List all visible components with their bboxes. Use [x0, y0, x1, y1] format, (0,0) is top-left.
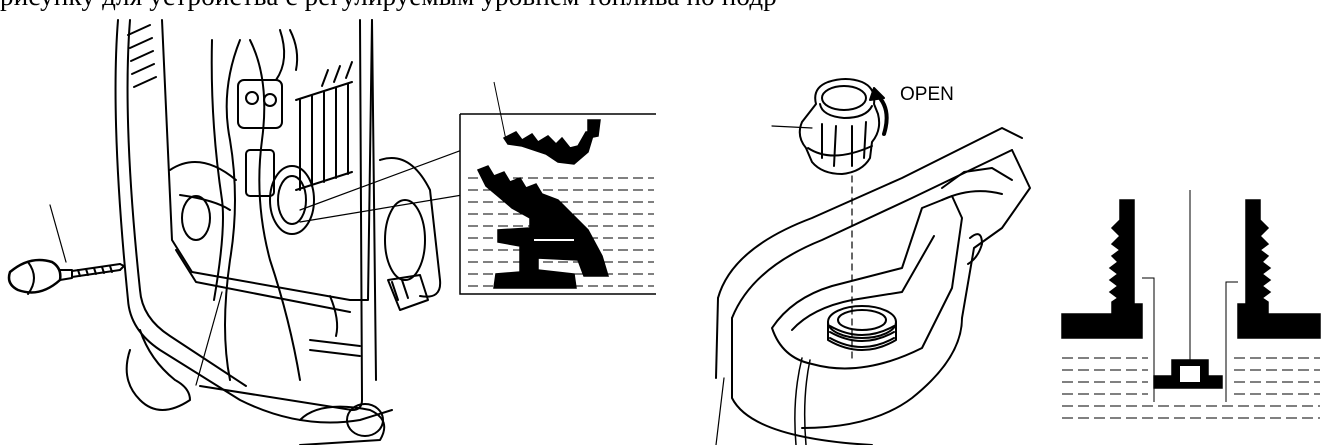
open-label: OPEN [900, 84, 954, 105]
engine-rear-access-illustration [7, 19, 460, 445]
top-caption-fragment: рисунку для устройства с регулируемым ур… [0, 0, 1322, 11]
fuel-filler-cross-section [1061, 190, 1321, 419]
seal-detail-illustration [459, 81, 656, 295]
fuel-cap-open-illustration: OPEN [715, 78, 1031, 445]
